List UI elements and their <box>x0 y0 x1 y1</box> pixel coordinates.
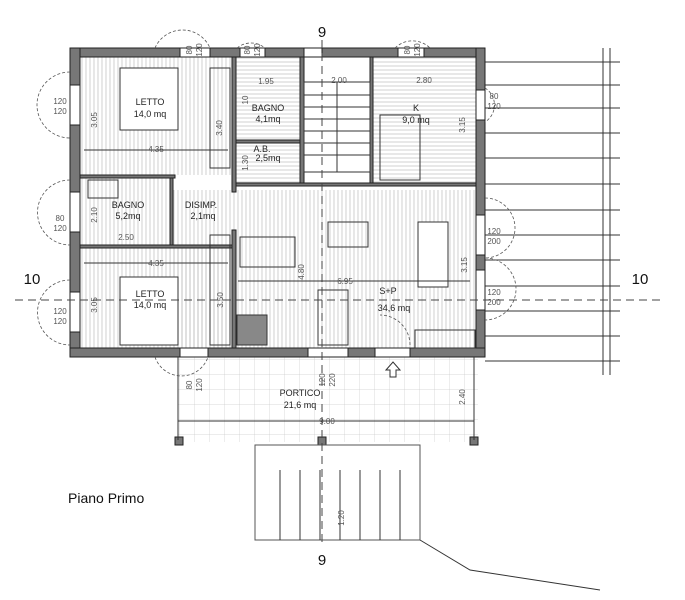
dimension-label: 3.15 <box>458 117 467 133</box>
opening-labels: 80 120 80 120 80 120 120 120 80 120 120 … <box>53 43 501 392</box>
walls <box>69 47 486 446</box>
room-area-sp: 34,6 mq <box>378 303 411 313</box>
dimension-label: 4.35 <box>148 259 164 268</box>
room-name-ab: A.B. <box>253 144 270 154</box>
opening-height: 200 <box>487 237 501 246</box>
opening-height: 120 <box>53 224 67 233</box>
dimension-label: 2.10 <box>90 207 99 223</box>
opening-height: 120 <box>413 43 422 57</box>
dimension-label: 3.05 <box>90 297 99 313</box>
dimension-label: 1.20 <box>337 510 346 526</box>
door-swings <box>36 29 517 377</box>
dimension-label: 6.95 <box>337 277 353 286</box>
room-area-bagno-1: 4,1mq <box>255 114 280 124</box>
opening-width: 80 <box>403 45 412 54</box>
opening-width: 80 <box>56 214 65 223</box>
room-area-k: 9,0 mq <box>402 115 430 125</box>
room-area-ab: 2,5mq <box>255 153 280 163</box>
dimension-label: 10 <box>241 95 250 104</box>
dimensions: 4.35 3.05 3.40 1.95 10 1.30 2.00 2.80 3.… <box>84 76 474 526</box>
dimension-label: 2.80 <box>416 76 432 85</box>
furniture <box>87 67 476 349</box>
opening-height: 120 <box>487 102 501 111</box>
room-area-disimp: 2,1mq <box>190 211 215 221</box>
room-name-disimp: DISIMP. <box>185 200 217 210</box>
plan-title: Piano Primo <box>68 490 145 506</box>
axis-label-bottom: 9 <box>318 552 326 569</box>
dimension-label: 2.00 <box>331 76 347 85</box>
axis-label-top: 9 <box>318 24 326 41</box>
room-area-bagno-2: 5,2mq <box>115 211 140 221</box>
opening-height: 120 <box>195 43 204 57</box>
dimension-label: 9.00 <box>319 417 335 426</box>
axis-label-left: 10 <box>24 271 41 288</box>
dimension-label: 1.95 <box>258 77 274 86</box>
opening-width: 120 <box>318 373 327 387</box>
dimension-label: 2.50 <box>118 233 134 242</box>
opening-width: 80 <box>490 92 499 101</box>
opening-height: 220 <box>328 373 337 387</box>
dimension-label: 1.30 <box>241 155 250 171</box>
opening-width: 80 <box>185 45 194 54</box>
opening-width: 120 <box>487 288 501 297</box>
dimension-label: 3.50 <box>216 292 225 308</box>
opening-width: 80 <box>243 45 252 54</box>
room-area-letto-1: 14,0 mq <box>134 109 167 119</box>
opening-height: 120 <box>253 43 262 57</box>
room-name-portico: PORTICO <box>280 388 321 398</box>
room-name-sp: S+P <box>379 286 396 296</box>
pergola <box>485 48 620 375</box>
opening-width: 120 <box>53 307 67 316</box>
axis-label-right: 10 <box>632 271 649 288</box>
dimension-label: 3.40 <box>215 120 224 136</box>
room-name-letto-2: LETTO <box>136 289 165 299</box>
dimension-label: 3.15 <box>460 257 469 273</box>
dimension-label: 2.40 <box>458 389 467 405</box>
dimension-label: 4.80 <box>297 264 306 280</box>
dimension-label: 3.05 <box>90 112 99 128</box>
opening-height: 120 <box>195 378 204 392</box>
room-labels: LETTO 14,0 mq BAGNO 4,1mq A.B. 2,5mq K 9… <box>112 97 430 410</box>
room-name-k: K <box>413 103 419 113</box>
stairs <box>254 81 601 591</box>
room-name-bagno-2: BAGNO <box>112 200 145 210</box>
opening-width: 80 <box>185 380 194 389</box>
room-name-letto-1: LETTO <box>136 97 165 107</box>
room-area-portico: 21,6 mq <box>284 400 317 410</box>
opening-height: 120 <box>53 107 67 116</box>
room-name-bagno-1: BAGNO <box>252 103 285 113</box>
room-floors <box>80 57 478 442</box>
opening-height: 120 <box>53 317 67 326</box>
opening-height: 200 <box>487 298 501 307</box>
dimension-label: 4.35 <box>148 145 164 154</box>
opening-width: 120 <box>487 227 501 236</box>
axis-lines <box>15 40 665 545</box>
opening-width: 120 <box>53 97 67 106</box>
room-area-letto-2: 14,0 mq <box>134 300 167 310</box>
entrance-arrow-icon <box>384 361 402 378</box>
